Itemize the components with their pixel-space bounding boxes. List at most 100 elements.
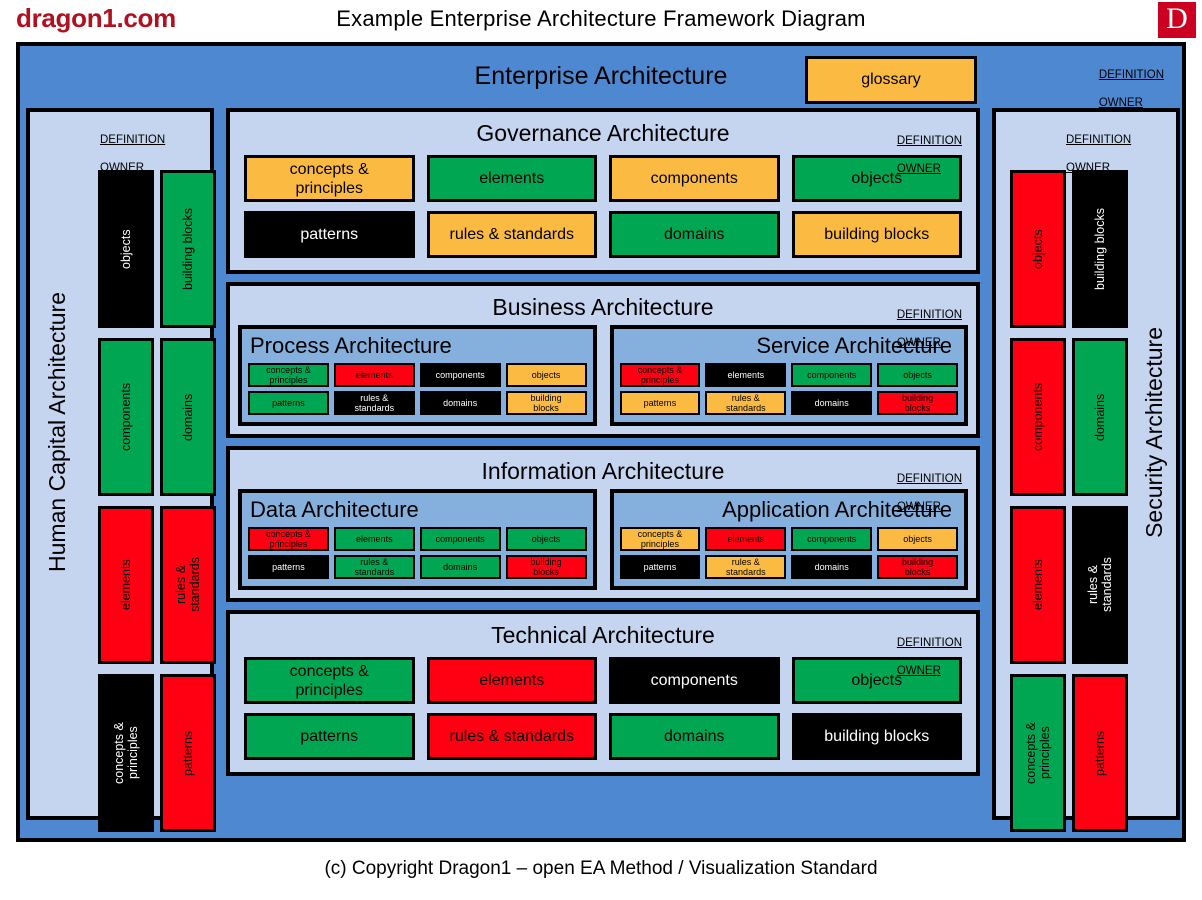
- architecture-cell[interactable]: patterns: [248, 391, 329, 415]
- architecture-cell[interactable]: components: [791, 363, 873, 387]
- definition-owner-label-business: DEFINITION OWNER: [897, 294, 962, 364]
- architecture-cell[interactable]: domains: [1072, 338, 1128, 496]
- diagram-canvas: Enterprise Architecture glossary DEFINIT…: [16, 42, 1186, 842]
- layer-title-information: Information Architecture: [481, 458, 725, 484]
- sub-title-service: Service Architecture: [756, 333, 952, 358]
- architecture-cell[interactable]: domains: [419, 391, 501, 415]
- architecture-cell[interactable]: rules & standards: [705, 391, 787, 415]
- architecture-cell[interactable]: patterns: [248, 555, 329, 579]
- architecture-cell[interactable]: elements: [426, 155, 597, 202]
- architecture-cell[interactable]: building blocks: [160, 170, 216, 328]
- architecture-cell[interactable]: rules & standards: [333, 391, 415, 415]
- architecture-cell[interactable]: objects: [877, 363, 958, 387]
- architecture-cell[interactable]: domains: [160, 338, 216, 496]
- definition-owner-line2: OWNER: [1098, 97, 1143, 109]
- architecture-cell[interactable]: objects: [791, 657, 962, 704]
- architecture-cell[interactable]: domains: [791, 391, 873, 415]
- sub-architecture-pair-business: Process Architecture concepts & principl…: [230, 321, 976, 434]
- definition-owner-line1: DEFINITION: [896, 473, 962, 485]
- architecture-cell[interactable]: objects: [1010, 170, 1066, 328]
- architecture-cell[interactable]: building blocks: [1072, 170, 1128, 328]
- architecture-cell[interactable]: components: [791, 527, 873, 551]
- architecture-cell[interactable]: rules & standards: [160, 506, 216, 664]
- architecture-cell[interactable]: elements: [98, 506, 154, 664]
- architecture-cell[interactable]: elements: [705, 363, 787, 387]
- architecture-cell[interactable]: objects: [791, 155, 962, 202]
- architecture-cell[interactable]: concepts & principles: [98, 674, 154, 832]
- architecture-cell[interactable]: objects: [505, 527, 587, 551]
- architecture-cell[interactable]: domains: [609, 211, 780, 258]
- architecture-cell[interactable]: patterns: [244, 713, 415, 760]
- pillar-security-architecture: DEFINITION OWNER Security Architecture o…: [992, 108, 1180, 832]
- definition-owner-line1: DEFINITION: [896, 309, 962, 321]
- layer-title-business: Business Architecture: [492, 294, 714, 320]
- architecture-cell[interactable]: building blocks: [791, 713, 962, 760]
- definition-owner-line1: DEFINITION: [896, 135, 962, 147]
- sub-title-application: Application Architecture: [722, 497, 952, 522]
- architecture-cell[interactable]: components: [419, 363, 501, 387]
- architecture-cell[interactable]: objects: [505, 363, 587, 387]
- sub-title-data: Data Architecture: [250, 497, 419, 522]
- glossary-box[interactable]: glossary: [805, 56, 977, 104]
- architecture-cell[interactable]: rules & standards: [333, 555, 415, 579]
- architecture-cell[interactable]: components: [419, 527, 501, 551]
- architecture-cell[interactable]: patterns: [619, 555, 701, 579]
- brand-wordmark: dragon1.com: [16, 3, 176, 33]
- layer-technical-architecture: Technical Architecture DEFINITION OWNER …: [226, 610, 980, 776]
- architecture-cell[interactable]: building blocks: [791, 211, 962, 258]
- architecture-cell[interactable]: elements: [426, 657, 597, 704]
- architecture-cell[interactable]: components: [609, 155, 780, 202]
- architecture-cell[interactable]: concepts & principles: [619, 363, 701, 387]
- architecture-cell[interactable]: building blocks: [505, 555, 587, 579]
- page-title: Example Enterprise Architecture Framewor…: [336, 6, 866, 31]
- layer-business-architecture: Business Architecture DEFINITION OWNER P…: [226, 282, 980, 438]
- architecture-cell[interactable]: rules & standards: [426, 211, 597, 258]
- architecture-cell[interactable]: components: [609, 657, 780, 704]
- architecture-cell[interactable]: elements: [333, 363, 415, 387]
- center-stack: Governance Architecture DEFINITION OWNER…: [226, 108, 980, 826]
- definition-owner-line2: OWNER: [896, 337, 941, 349]
- architecture-cell[interactable]: concepts & principles: [244, 657, 415, 704]
- layer-title-governance: Governance Architecture: [476, 120, 730, 146]
- architecture-cell[interactable]: concepts & principles: [248, 363, 329, 387]
- architecture-cell[interactable]: concepts & principles: [248, 527, 329, 551]
- architecture-cell[interactable]: domains: [419, 555, 501, 579]
- architecture-cell[interactable]: components: [98, 338, 154, 496]
- pillar-title-security: Security Architecture: [1141, 327, 1167, 538]
- architecture-cell[interactable]: objects: [877, 527, 958, 551]
- architecture-cell[interactable]: elements: [1010, 506, 1066, 664]
- architecture-cell[interactable]: building blocks: [877, 555, 958, 579]
- architecture-cell[interactable]: objects: [98, 170, 154, 328]
- architecture-cell[interactable]: concepts & principles: [1010, 674, 1066, 832]
- architecture-cell[interactable]: patterns: [619, 391, 701, 415]
- architecture-cell[interactable]: rules & standards: [1072, 506, 1128, 664]
- architecture-cell[interactable]: elements: [333, 527, 415, 551]
- architecture-cell[interactable]: building blocks: [505, 391, 587, 415]
- architecture-cell[interactable]: patterns: [244, 211, 415, 258]
- sub-process-architecture: Process Architecture concepts & principl…: [238, 325, 597, 426]
- architecture-cell[interactable]: patterns: [1072, 674, 1128, 832]
- enterprise-architecture-band: Enterprise Architecture glossary DEFINIT…: [20, 46, 1182, 109]
- layer-title-technical: Technical Architecture: [491, 622, 715, 648]
- definition-owner-line1: DEFINITION: [896, 637, 962, 649]
- architecture-cell[interactable]: domains: [791, 555, 873, 579]
- architecture-cell[interactable]: domains: [609, 713, 780, 760]
- architecture-cell[interactable]: concepts & principles: [619, 527, 701, 551]
- architecture-cell[interactable]: concepts & principles: [244, 155, 415, 202]
- architecture-cell[interactable]: building blocks: [877, 391, 958, 415]
- architecture-cell[interactable]: components: [1010, 338, 1066, 496]
- definition-owner-label-information: DEFINITION OWNER: [897, 458, 962, 528]
- architecture-cell[interactable]: rules & standards: [705, 555, 787, 579]
- architecture-cell[interactable]: elements: [705, 527, 787, 551]
- pillar-human-capital-architecture: DEFINITION OWNER Human Capital Architect…: [26, 108, 216, 832]
- architecture-cell[interactable]: patterns: [160, 674, 216, 832]
- architecture-cell[interactable]: rules & standards: [426, 713, 597, 760]
- definition-owner-label-governance: DEFINITION OWNER: [897, 120, 962, 190]
